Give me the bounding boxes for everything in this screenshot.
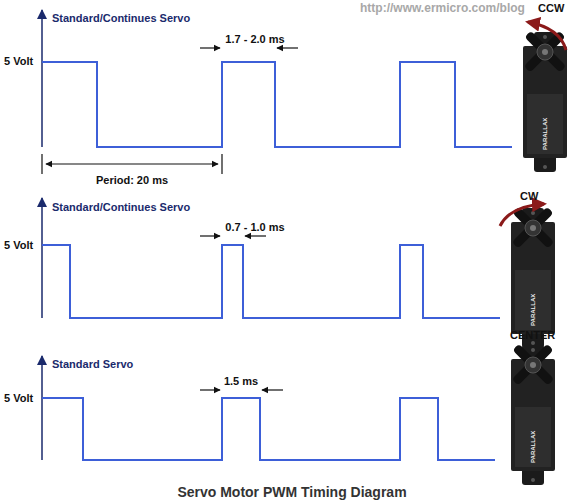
panel-title: Standard/Continues Servo: [52, 12, 190, 24]
voltage-label: 5 Volt: [4, 392, 33, 404]
panel-title: Standard/Continues Servo: [52, 201, 190, 213]
panel-title: Standard Servo: [52, 358, 133, 370]
period-label: Period: 20 ms: [96, 174, 168, 186]
servo-brand: PARALLAX: [530, 431, 537, 463]
caption: Servo Motor PWM Timing Diagram: [177, 485, 406, 500]
servo-brand: PARALLAX: [530, 294, 537, 326]
direction-label: CW: [520, 190, 538, 202]
direction-label: CCW: [538, 2, 564, 14]
pulse-width: 1.7 - 2.0 ms: [225, 33, 284, 45]
pulse-width: 0.7 - 1.0 ms: [225, 221, 284, 233]
servo-brand: PARALLAX: [542, 118, 549, 150]
pulse-width: 1.5 ms: [224, 375, 258, 387]
voltage-label: 5 Volt: [4, 55, 33, 67]
watermark: http://www.ermicro.com/blog: [360, 2, 525, 15]
voltage-label: 5 Volt: [4, 239, 33, 251]
direction-label: CENTER: [510, 329, 555, 341]
